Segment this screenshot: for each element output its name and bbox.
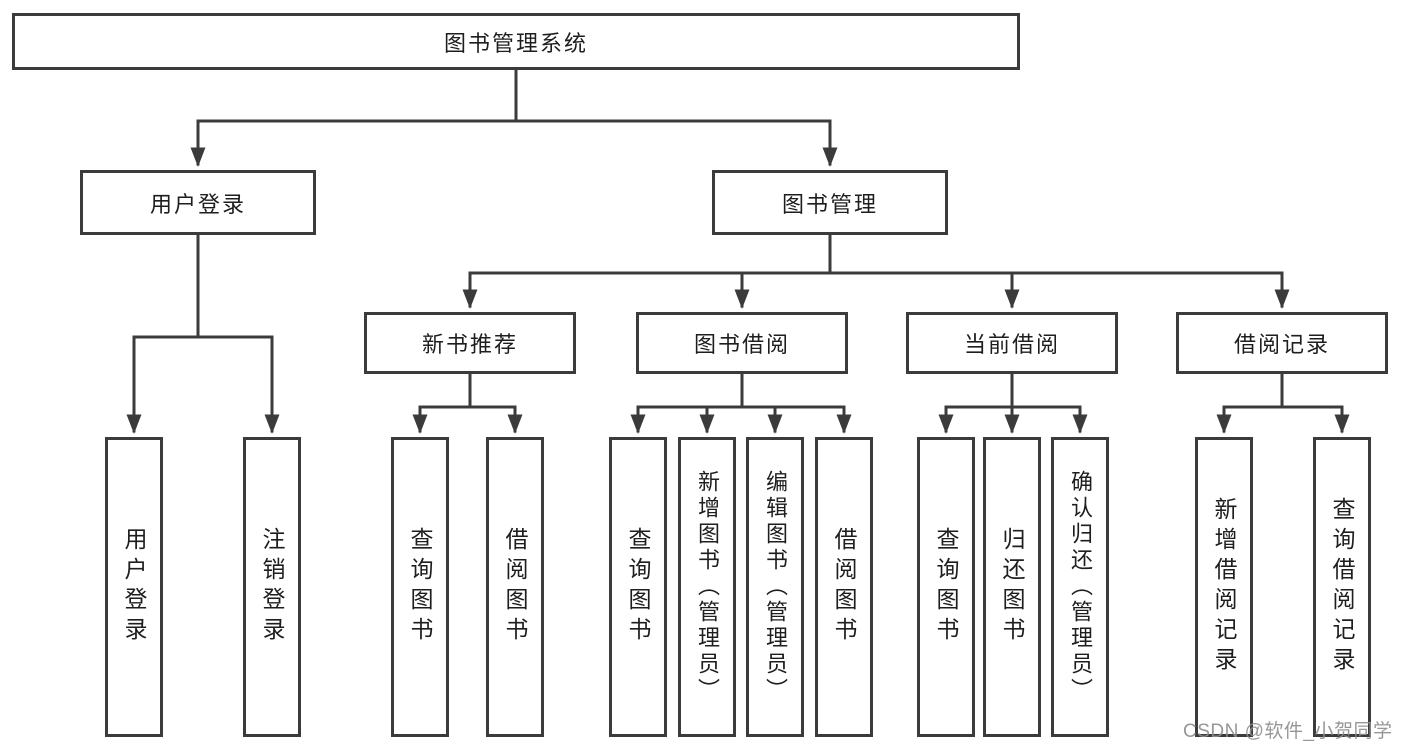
node-book-borrowing: 图书借阅 <box>636 312 848 374</box>
node-query-books-current: 查询图书 <box>917 437 975 737</box>
node-current-borrowing: 当前借阅 <box>906 312 1118 374</box>
node-new-book-recommendation-label: 新书推荐 <box>421 332 518 357</box>
node-return-books: 归还图书 <box>983 437 1041 737</box>
node-query-borrow-record: 查询借阅记录 <box>1313 437 1371 737</box>
node-query-books-recommend: 查询图书 <box>391 437 449 737</box>
csdn-watermark: CSDN @软件_小贺同学 <box>1183 721 1393 742</box>
node-borrowing-records-label: 借阅记录 <box>1233 332 1330 357</box>
node-new-book-recommendation: 新书推荐 <box>364 312 576 374</box>
node-book-management-label: 图书管理 <box>781 191 878 217</box>
node-root-label: 图书管理系统 <box>443 30 588 56</box>
node-edit-book-admin: 编辑图书（管理员） <box>746 437 804 737</box>
node-logout-action: 注销登录 <box>243 437 301 737</box>
node-user-login-label: 用户登录 <box>149 191 246 217</box>
node-book-management: 图书管理 <box>712 170 948 235</box>
node-borrow-books-action: 借阅图书 <box>815 437 873 737</box>
node-borrow-books-recommend: 借阅图书 <box>486 437 544 737</box>
node-query-books-borrowing: 查询图书 <box>609 437 667 737</box>
node-confirm-return-admin: 确认归还（管理员） <box>1051 437 1109 737</box>
node-add-borrow-record: 新增借阅记录 <box>1195 437 1253 737</box>
node-current-borrowing-label: 当前借阅 <box>963 332 1060 357</box>
node-user-login: 用户登录 <box>80 170 316 235</box>
node-borrowing-records: 借阅记录 <box>1176 312 1388 374</box>
node-book-borrowing-label: 图书借阅 <box>693 332 790 357</box>
node-user-login-action: 用户登录 <box>105 437 163 737</box>
node-root-library-management-system: 图书管理系统 <box>12 13 1020 70</box>
node-add-book-admin: 新增图书（管理员） <box>678 437 736 737</box>
